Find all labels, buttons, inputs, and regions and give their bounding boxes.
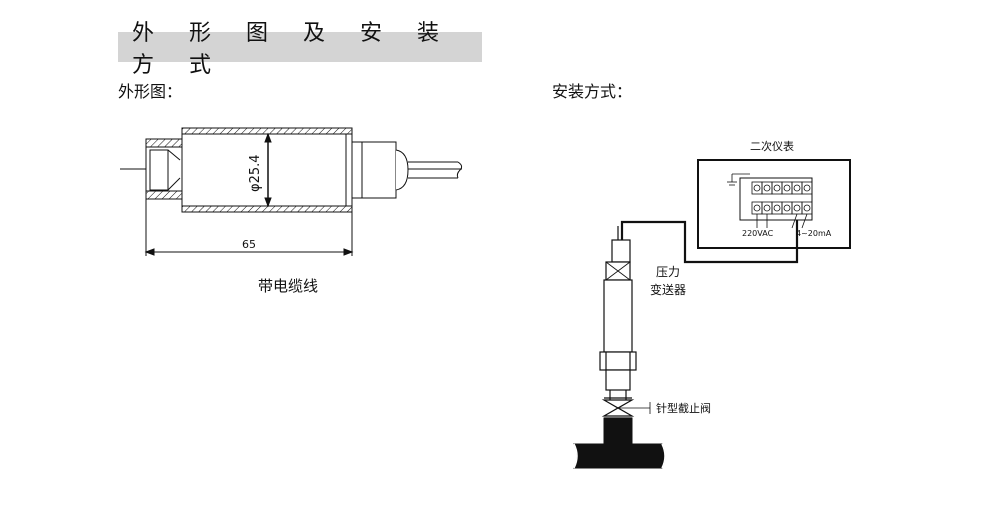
signal-label: 4~20mA xyxy=(796,229,832,238)
secondary-instrument-box xyxy=(697,159,851,249)
valve-label: 针型截止阀 xyxy=(656,401,711,415)
outline-drawing-heading: 外形图： xyxy=(118,82,183,101)
transmitter-label-line1: 压力 xyxy=(656,265,680,279)
ground-icon xyxy=(727,173,750,186)
process-pipe xyxy=(573,417,666,469)
instrument-label: 二次仪表 xyxy=(750,139,794,153)
cable-caption: 带电缆线 xyxy=(258,277,319,295)
signal-cable xyxy=(620,220,799,264)
power-label: 220VAC xyxy=(742,229,774,238)
sensor-body xyxy=(181,127,353,213)
hex-nut xyxy=(145,138,183,200)
transmitter-connector xyxy=(611,239,631,263)
diameter-label: φ25.4 xyxy=(248,154,263,192)
transmitter-body xyxy=(603,279,633,353)
transmitter-hex xyxy=(599,351,637,371)
terminal-block xyxy=(739,177,813,221)
length-label: 65 xyxy=(242,238,256,251)
needle-valve xyxy=(601,399,635,409)
transmitter-label-line2: 变送器 xyxy=(650,282,686,297)
section-title: 外 形 图 及 安 装 方 式 xyxy=(118,21,482,78)
installation-heading: 安装方式： xyxy=(552,82,633,101)
cable-gland xyxy=(351,141,397,199)
